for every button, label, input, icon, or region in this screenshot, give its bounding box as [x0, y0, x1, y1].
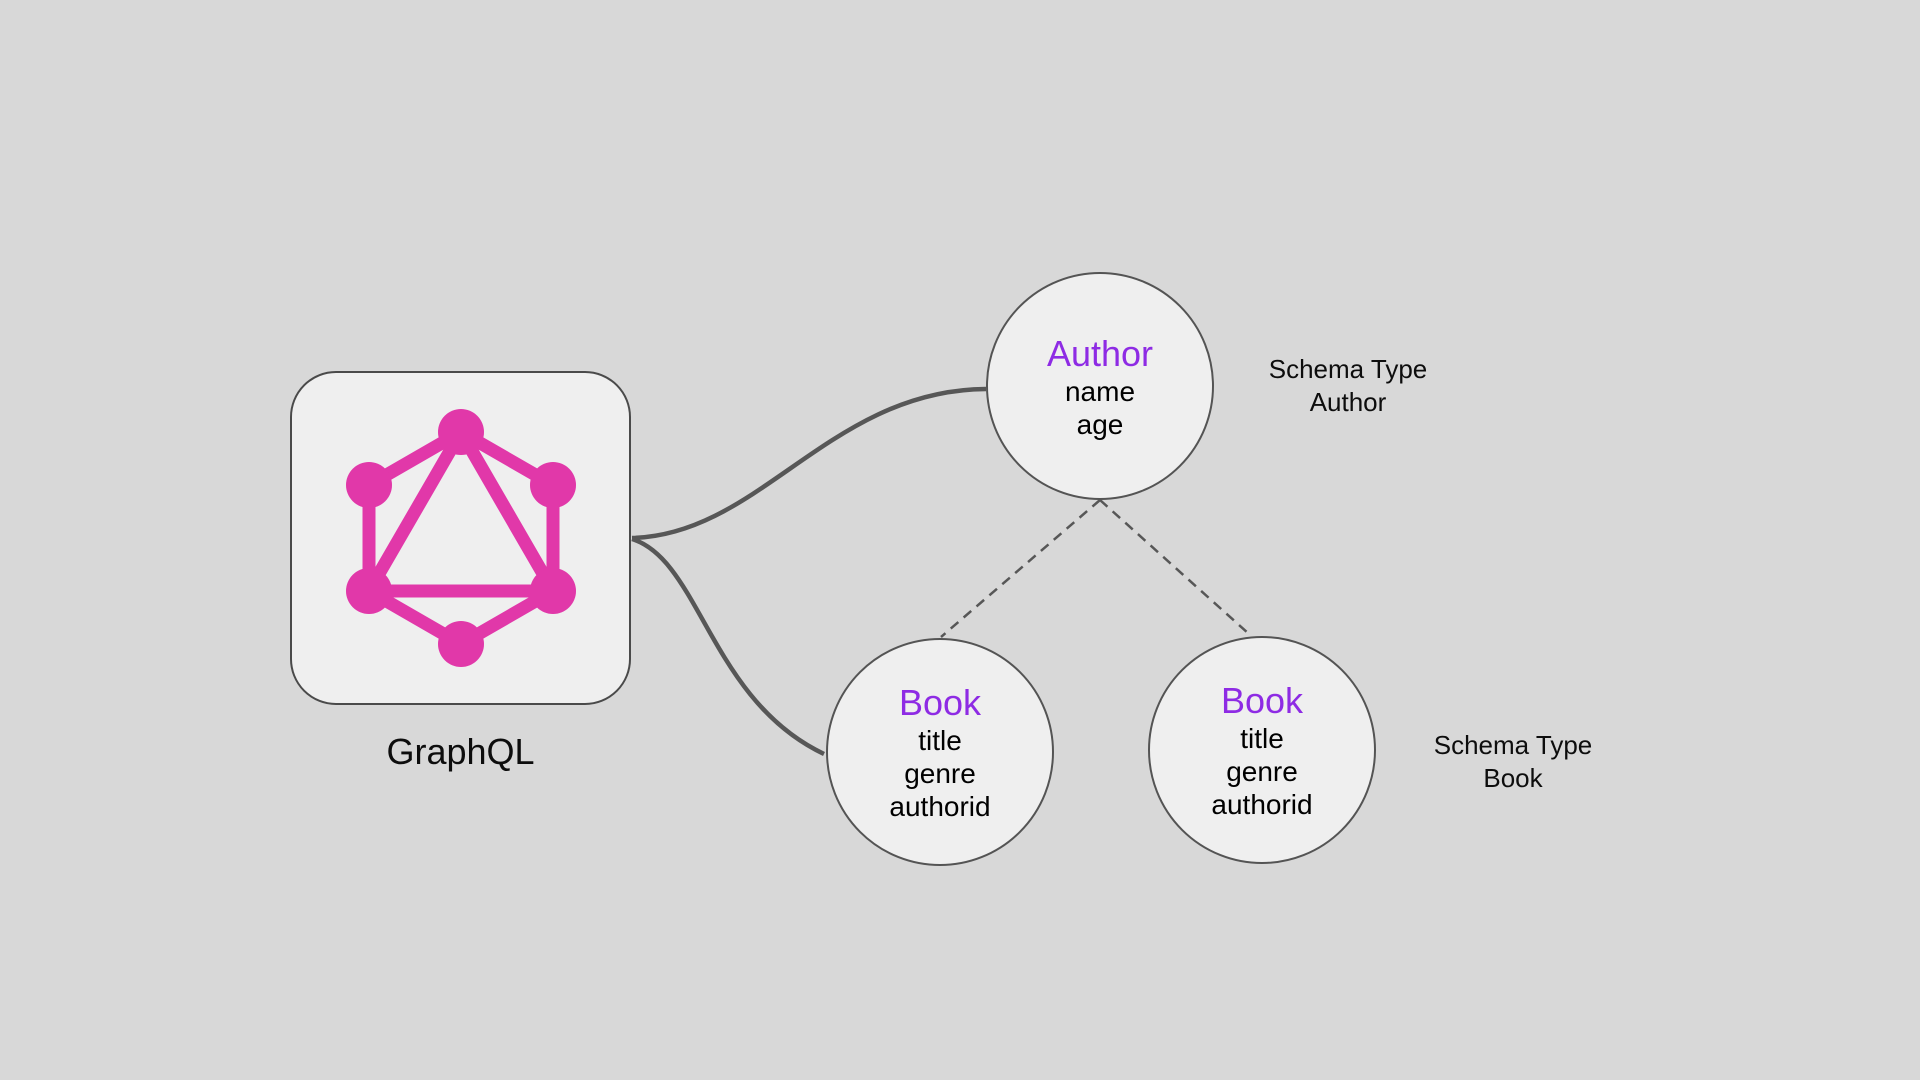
- schema-type-book-label: Schema Type Book: [1408, 729, 1618, 795]
- connector-graphql-to-book1[interactable]: [631, 536, 825, 757]
- book1-node[interactable]: Book title genre authorid: [826, 638, 1054, 866]
- dashed-connector-author-to-book1[interactable]: [940, 499, 1101, 638]
- book1-node-field: title: [918, 725, 962, 756]
- book2-node-field: genre: [1226, 756, 1298, 787]
- author-node-title: Author: [1046, 332, 1154, 374]
- book2-node-title: Book: [1220, 680, 1304, 721]
- author-node-field: age: [1076, 408, 1124, 440]
- schema-type-author-label: Schema Type Author: [1243, 353, 1453, 419]
- connector-graphql-to-author[interactable]: [631, 386, 987, 541]
- book2-node-field: title: [1240, 723, 1284, 754]
- dashed-connector-author-to-book2[interactable]: [1099, 499, 1250, 635]
- graphql-node[interactable]: [290, 371, 631, 705]
- author-node-field: name: [1064, 375, 1136, 407]
- author-node[interactable]: Author name age: [986, 272, 1214, 500]
- book2-node[interactable]: Book title genre authorid: [1148, 636, 1376, 864]
- book1-node-title: Book: [898, 682, 982, 723]
- book2-node-field: authorid: [1211, 789, 1313, 820]
- graphql-label: GraphQL: [386, 731, 535, 772]
- book1-node-field: genre: [904, 758, 976, 789]
- graphql-logo-icon: [345, 409, 576, 667]
- book1-node-field: authorid: [889, 791, 991, 822]
- schema-type-author-line1: Schema Type: [1268, 354, 1428, 384]
- schema-type-book-line2: Book: [1483, 763, 1543, 793]
- schema-type-book-line1: Schema Type: [1433, 730, 1593, 760]
- schema-type-author-line2: Author: [1309, 387, 1387, 417]
